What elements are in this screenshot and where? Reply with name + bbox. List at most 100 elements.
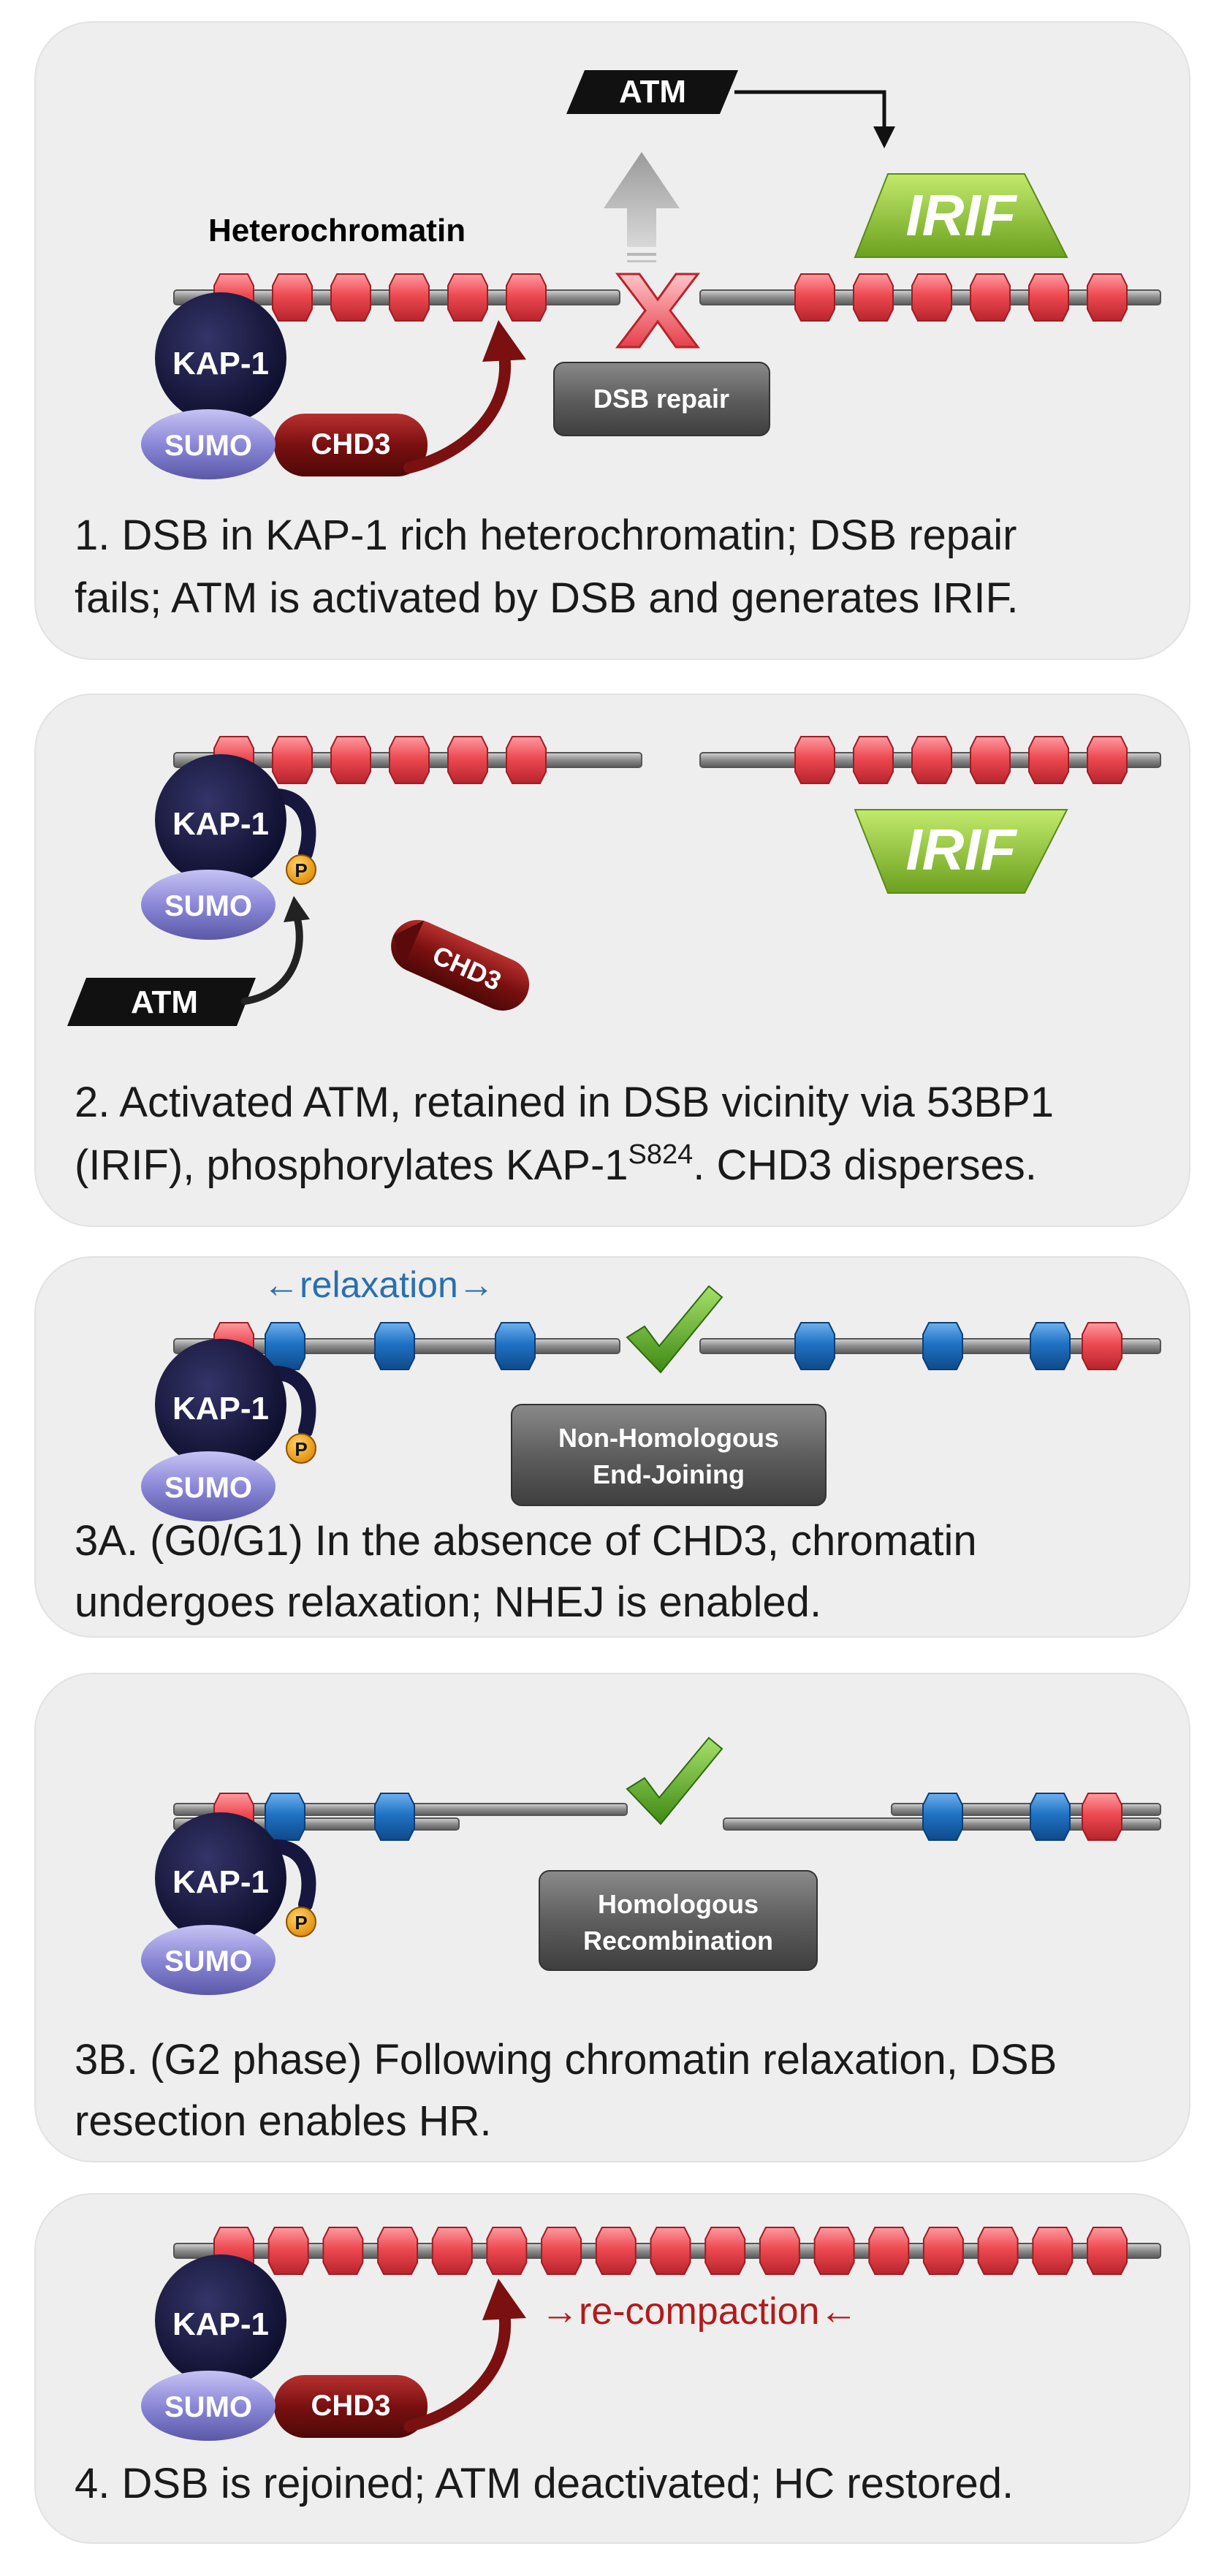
kap1-node [155,2254,286,2386]
kap1-node [155,754,286,886]
nucleosome-red [1028,273,1069,322]
dsb-repair-box [553,362,770,436]
hr-label-line-2: Recombination [583,1926,773,1956]
dsb-repair-label: DSB repair [593,384,729,414]
nucleosome-red [272,273,313,322]
kap1-node [155,1339,286,1470]
nucleosome-red [704,2227,746,2275]
sumo-label: SUMO [164,1945,252,1977]
atm-to-irif-arrow [734,90,895,148]
nucleosome-red [911,736,952,784]
panel-2-caption-main: (IRIF), phosphorylates KAP-1 [75,1141,628,1189]
phospho-label: P [295,1912,307,1934]
irif-trapezoid [854,173,1068,258]
kap1-node [155,1812,286,1944]
panel-4: KAP-1 CHD3 SUMO →re-compaction← 4. DSB i… [34,2193,1190,2544]
phosphorylation-arrow [241,910,303,1005]
panel-4-background [34,2193,1190,2544]
atm-flag [566,70,738,114]
sumo-node [141,2371,276,2441]
kap1-label: KAP-1 [172,806,269,842]
nucleosome-red [853,736,894,784]
hr-label-line-1: Homologous [598,1889,759,1919]
nucleosome-red [970,273,1011,322]
nucleosome-red [272,736,313,784]
panel-3a-caption-line-1: 3A. (G0/G1) In the absence of CHD3, chro… [75,1517,977,1565]
panel-2-caption-tail: . CHD3 disperses. [693,1141,1037,1189]
panel-2-caption-superscript: S824 [628,1139,694,1170]
nucleosome-row [213,2227,1128,2275]
sumo-node [141,1925,276,1995]
nucleosome-red [595,2227,637,2275]
phosphorylation-arrowhead [284,896,310,922]
panel-3b: KAP-1 SUMO P Homologous Recombination 3B… [34,1673,1190,2162]
nucleosome-red [759,2227,800,2275]
nucleosome-red [853,273,894,322]
irif-label: IRIF [905,183,1017,248]
sumo-label: SUMO [164,1472,252,1504]
sumo-label: SUMO [164,890,252,922]
nucleosome-red [447,273,488,322]
nucleosome-blue [495,1322,536,1370]
nhej-box [511,1404,827,1506]
nucleosome-red [389,736,430,784]
nucleosome-red [794,273,835,322]
check-icon [626,1736,723,1825]
sumo-node [141,409,276,479]
nucleosome-red [650,2227,691,2275]
nucleosome-red [970,736,1011,784]
nucleosome-red [794,736,835,784]
nucleosome-red [977,2227,1019,2275]
nucleosome-red [377,2227,419,2275]
nucleosome-red [1028,736,1069,784]
phospho-badge [286,1907,316,1937]
panel-1: ATM IRIF Heterochromatin DSB [34,21,1190,660]
nucleosome-red [868,2227,910,2275]
nhej-label-line-2: End-Joining [593,1459,745,1489]
panel-3a: ←relaxation→ KAP-1 SUMO P Non-Homologous… [34,1256,1190,1638]
check-icon [626,1285,723,1374]
hr-box [539,1870,818,1971]
atm-label: ATM [131,984,198,1020]
nucleosome-red [431,2227,473,2275]
arrow-stripe [627,260,656,262]
nucleosome-red [322,2227,364,2275]
nucleosome-red [911,273,952,322]
panel-2-caption-line-2: (IRIF), phosphorylates KAP-1S824. CHD3 d… [75,1139,1037,1189]
nucleosome-red [506,273,547,322]
nucleosome-blue [265,1793,305,1841]
chd3-action-arrow [403,2307,512,2432]
nucleosome-red [1082,1793,1122,1841]
phospho-badge [286,1433,316,1464]
nhej-label-line-1: Non-Homologous [558,1423,779,1453]
chd3-action-arrowhead [482,2279,526,2320]
nucleosome-red [486,2227,528,2275]
nucleosome-red [922,2227,964,2275]
phospho-label: P [295,1438,307,1460]
dsb-x-icon [615,273,701,349]
chd3-node [274,414,428,476]
kap1-label: KAP-1 [172,2306,269,2342]
sumo-label: SUMO [164,430,252,462]
phospho-badge [286,854,316,885]
heterochromatin-label: Heterochromatin [208,213,466,248]
chd3-action-arrow [403,349,512,474]
panel-1-caption-line-1: 1. DSB in KAP-1 rich heterochromatin; DS… [75,512,1017,559]
nucleosome-red [506,736,547,784]
nucleosome-red [541,2227,582,2275]
nucleosome-blue [374,1322,415,1370]
nucleosome-blue [374,1793,415,1841]
panel-2-caption-line-1: 2. Activated ATM, retained in DSB vicini… [75,1079,1054,1126]
nucleosome-blue [794,1322,835,1370]
nucleosome-blue [922,1793,963,1841]
panel-1-caption-line-2: fails; ATM is activated by DSB and gener… [75,574,1019,622]
nucleosome-red [1087,736,1128,784]
nucleosome-red [330,736,371,784]
atm-flag [67,978,256,1026]
kap1-label: KAP-1 [172,346,269,381]
phospho-label: P [295,859,307,881]
nucleosome-red [1087,2227,1128,2275]
nucleosome-red [267,2227,309,2275]
irif-label: IRIF [905,817,1017,882]
